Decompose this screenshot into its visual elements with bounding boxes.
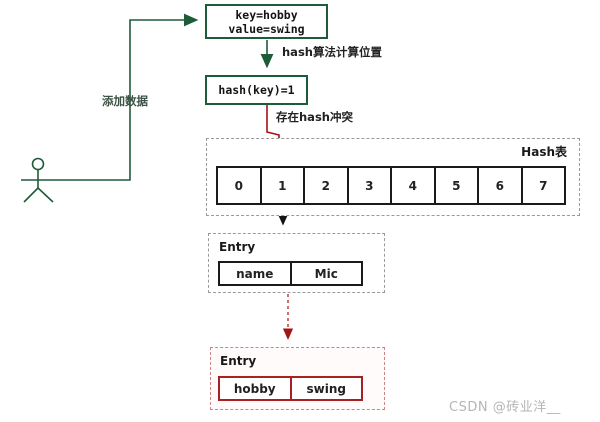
hash-table-frame: Hash表 0 1 2 3 4 5 6 7: [206, 138, 580, 216]
new-entry-cells: hobby swing: [218, 376, 363, 401]
user-actor-icon: [21, 157, 55, 203]
hash-cell-1: 1: [259, 168, 304, 203]
hash-result-box: hash(key)=1: [205, 75, 308, 105]
new-entry-key: hobby: [233, 381, 276, 396]
existing-entry-value: Mic: [289, 263, 362, 284]
key-value-box: key=hobby value=swing: [205, 4, 328, 39]
watermark-text: CSDN @砖业洋__: [449, 400, 561, 415]
hash-cell-4: 4: [390, 168, 434, 203]
hash-table-title: Hash表: [521, 145, 567, 159]
hash-cell-2: 2: [303, 168, 347, 203]
new-entry-title: Entry: [220, 354, 257, 368]
hash-cell-7: 7: [520, 168, 565, 203]
hash-table-cells: 0 1 2 3 4 5 6 7: [216, 166, 566, 205]
hash-cell-3: 3: [346, 168, 391, 203]
existing-entry-frame: Entry name Mic: [208, 233, 385, 293]
hash-cell-5: 5: [433, 168, 478, 203]
existing-entry-key: name: [236, 266, 274, 281]
new-entry-frame: Entry hobby swing: [210, 347, 385, 410]
key-line: key=hobby: [235, 7, 298, 22]
hash-result-text: hash(key)=1: [218, 83, 295, 97]
hash-cell-6: 6: [477, 168, 521, 203]
value-line: value=swing: [228, 21, 305, 36]
hash-calc-label: hash算法计算位置: [282, 45, 382, 59]
existing-entry-title: Entry: [219, 240, 256, 254]
existing-entry-cells: name Mic: [218, 261, 363, 286]
hash-cell-0: 0: [234, 178, 243, 193]
new-entry-value: swing: [289, 378, 362, 399]
add-data-label: 添加数据: [102, 94, 148, 108]
hash-conflict-label: 存在hash冲突: [276, 110, 353, 124]
